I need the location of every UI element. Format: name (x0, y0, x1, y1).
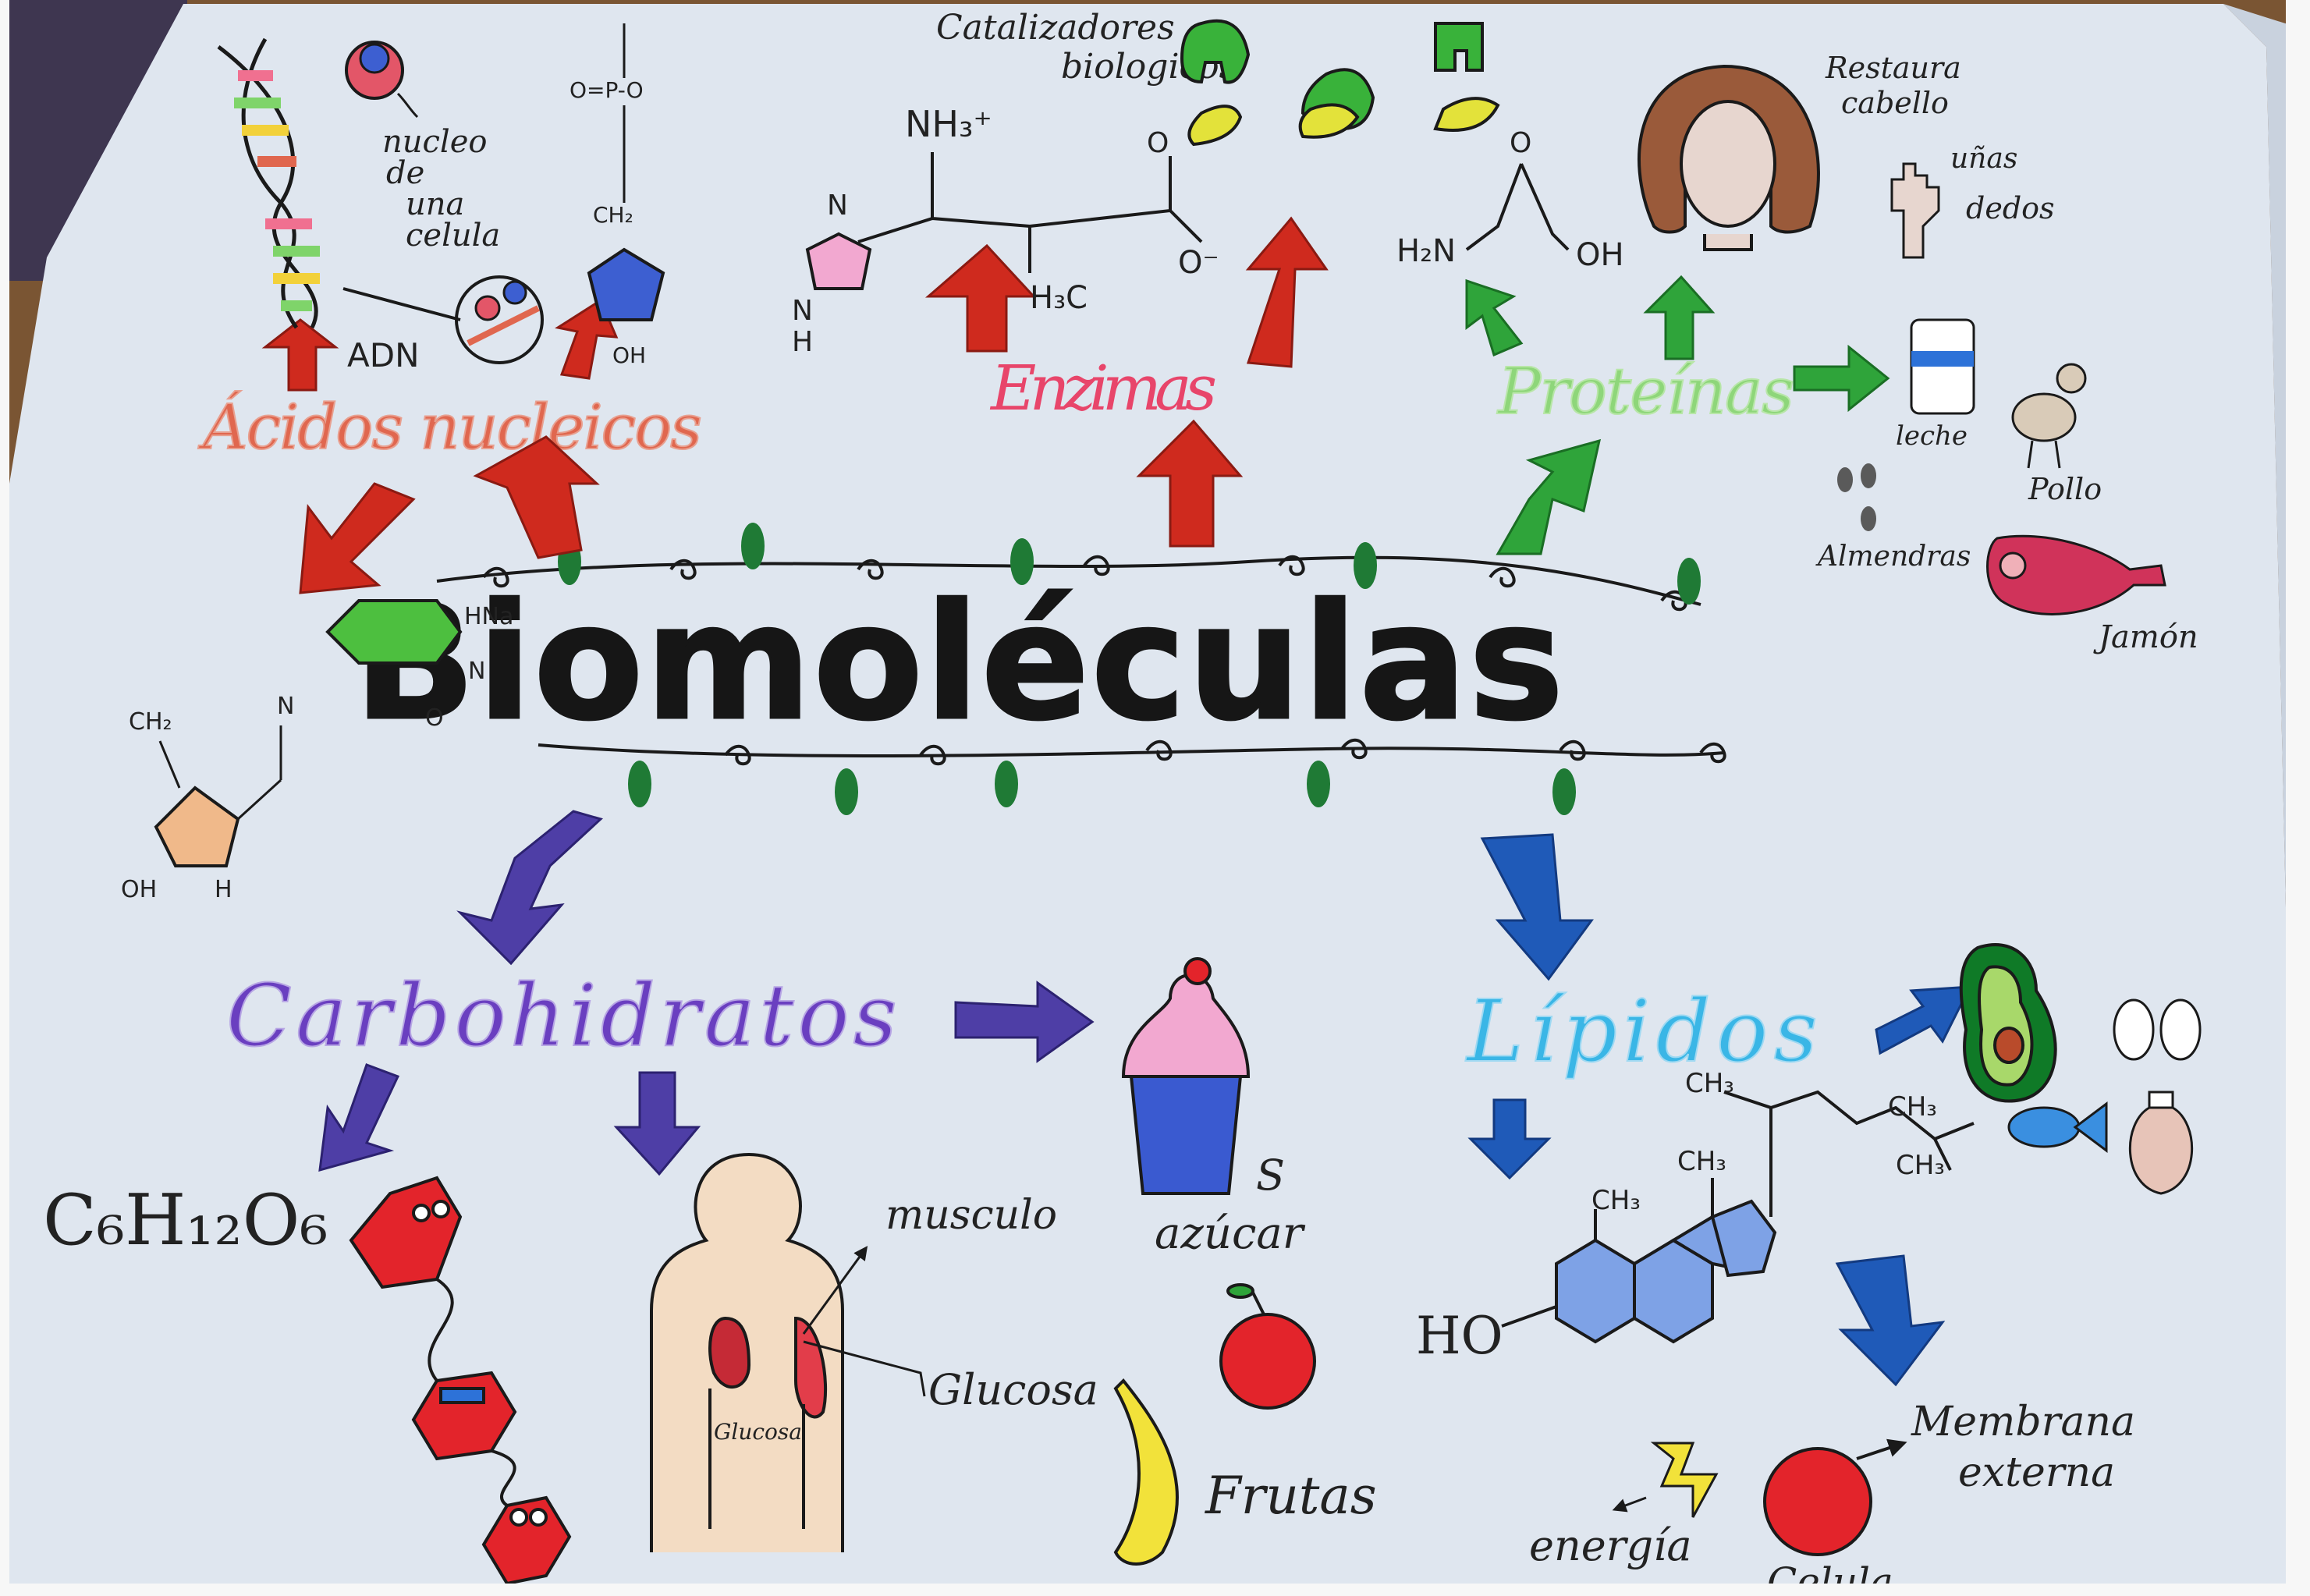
chem-ch2-top: CH₂ (593, 202, 633, 228)
note-almendras: Almendras (1815, 541, 1971, 573)
note-cabello: cabello (1841, 86, 1949, 120)
chem-o-minus: O⁻ (1178, 245, 1219, 281)
chem-o-2: O (1147, 127, 1169, 159)
note-azucar: azúcar (1155, 1208, 1306, 1259)
chem-o-3: O (1510, 127, 1531, 159)
paper-sheet (8, 4, 2301, 1596)
note-catalizadores: Catalizadores (936, 8, 1175, 48)
main-title: Biomoléculas (353, 570, 1565, 756)
chem-ch3-3: CH₃ (1896, 1150, 1945, 1181)
woman-face-icon (1639, 66, 1819, 250)
bottom-strip (0, 1584, 2310, 1596)
note-membrana: Membrana (1911, 1399, 2135, 1445)
chem-n-1: N (468, 658, 485, 685)
right-strip (2286, 0, 2310, 1596)
note-glucosa: Glucosa (928, 1365, 1098, 1414)
branch-proteinas-label: Proteínas (1496, 355, 1794, 429)
chem-h-1: H (215, 876, 232, 903)
note-glucosa-small: Glucosa (714, 1419, 802, 1445)
chem-n-3: N (827, 190, 848, 222)
chem-oh-3: OH (1576, 237, 1624, 273)
chem-ch2-2: CH₂ (129, 708, 172, 736)
chem-ch3-2: CH₃ (1888, 1091, 1937, 1123)
chem-n-2: N (277, 693, 294, 720)
note-celula: celula (406, 218, 500, 254)
chem-ch3-4: CH₃ (1677, 1146, 1726, 1177)
branch-lipidos-label: Lípidos (1465, 981, 1818, 1081)
milk-icon (1911, 320, 1974, 413)
note-s: S (1256, 1151, 1285, 1200)
note-dedos: dedos (1966, 191, 2055, 225)
chem-oh-2: OH (121, 876, 157, 903)
note-jamon: Jamón (2093, 619, 2198, 655)
note-pollo: Pollo (2028, 472, 2102, 506)
chem-oh-1: OH (612, 342, 646, 368)
chem-n-4: N (792, 295, 813, 327)
note-restaura: Restaura (1825, 51, 1961, 85)
chem-h2n: H₂N (1396, 233, 1456, 269)
note-externa: externa (1958, 1449, 2115, 1496)
chem-h-2: H (792, 326, 813, 358)
chem-hna: HNa (464, 603, 513, 630)
chem-o-1: O (425, 704, 444, 732)
note-musculo: musculo (885, 1192, 1057, 1239)
chem-ch3-5: CH₃ (1591, 1185, 1641, 1216)
note-frutas: Frutas (1205, 1466, 1377, 1526)
note-energia: energía (1529, 1521, 1692, 1570)
note-adn: ADN (347, 336, 420, 374)
chem-h3c: H₃C (1030, 280, 1088, 316)
note-leche: leche (1896, 420, 1968, 452)
note-unas: uñas (1950, 143, 2017, 175)
note-formula: C₆H₁₂O₆ (43, 1179, 328, 1261)
chem-nh3: NH₃⁺ (905, 103, 992, 145)
left-strip (0, 0, 9, 1596)
chem-ho: HO (1416, 1306, 1503, 1366)
chem-ch3-1: CH₃ (1685, 1068, 1734, 1099)
branch-enzimas-label: Enzimas (989, 352, 1217, 424)
chem-o-eq-p: O=P-O (570, 77, 644, 103)
branch-acidos-label: Ácidos nucleicos (197, 390, 702, 463)
